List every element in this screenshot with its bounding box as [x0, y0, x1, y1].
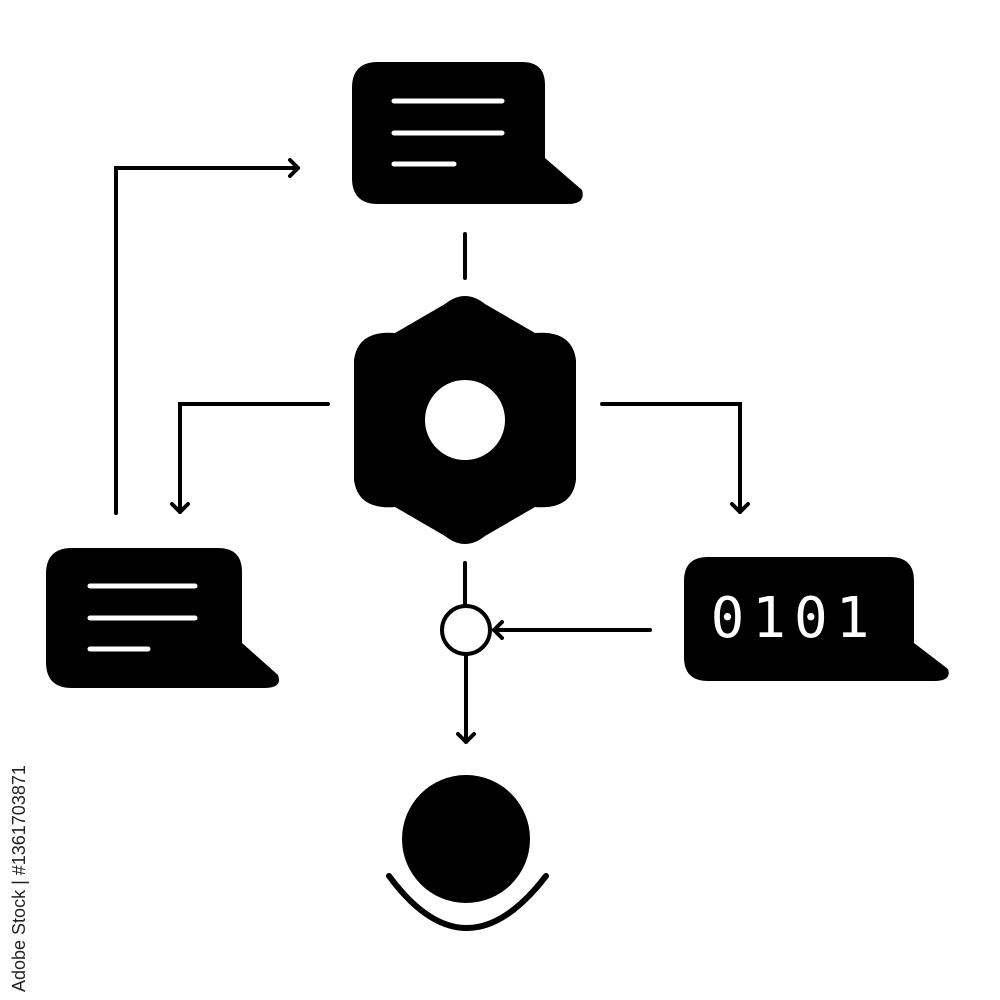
user-head — [402, 775, 530, 903]
binary-label: 0101 — [711, 586, 878, 651]
connector-left-to-top — [114, 158, 300, 515]
connector-gear-to-left — [170, 402, 330, 514]
stock-id: Adobe Stock | #1361703871 — [9, 765, 29, 992]
chat-bubble-top-icon — [352, 62, 583, 204]
junction-circle — [440, 604, 492, 656]
user-icon — [386, 775, 549, 931]
user-shoulders — [386, 873, 549, 931]
connector-gear-to-right — [600, 402, 750, 514]
binary-data-bubble-icon: 0101 — [684, 557, 949, 681]
chat-bubble-left-icon — [46, 548, 280, 688]
gear-icon — [354, 296, 576, 544]
